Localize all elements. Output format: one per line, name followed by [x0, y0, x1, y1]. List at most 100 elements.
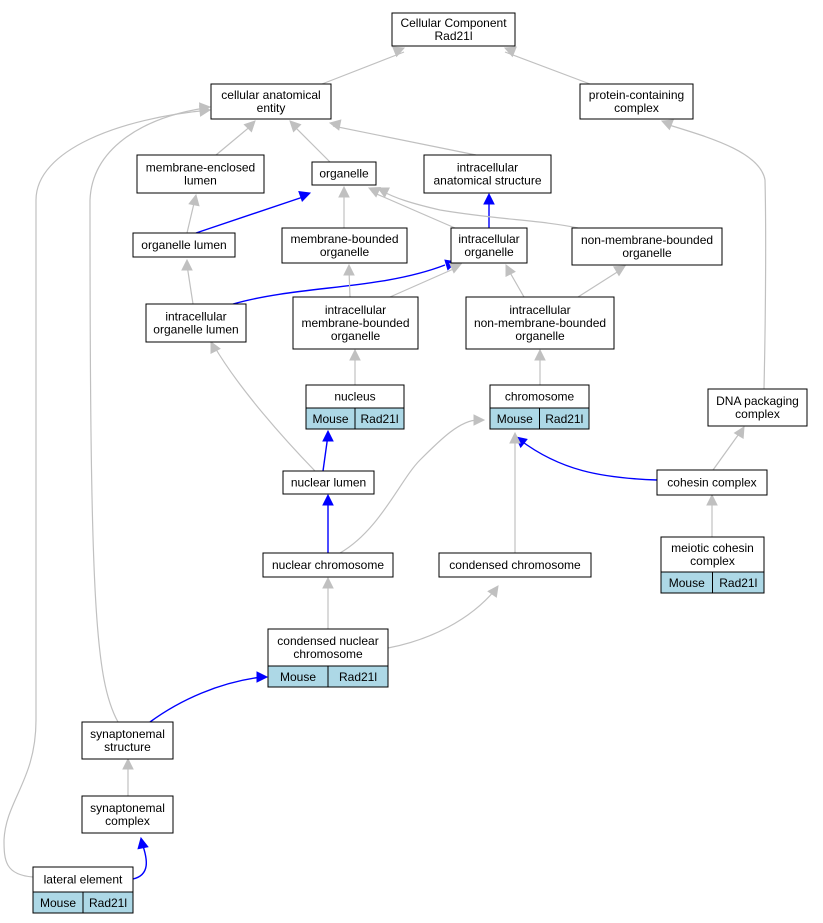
go-term-label: organelle [320, 245, 370, 259]
annotation-gene: Rad21l [545, 412, 583, 426]
annotation-species: Mouse [497, 412, 533, 426]
edge-le-cae-arrowhead [198, 105, 212, 117]
annotation-gene: Rad21l [360, 412, 398, 426]
go-term-label: condensed chromosome [449, 558, 581, 572]
go-term-cchr[interactable]: condensed chromosome [438, 552, 592, 578]
annotation-gene: Rad21l [339, 670, 377, 684]
edge-ol-mel [186, 193, 200, 234]
edge-cnc-cchr [387, 585, 499, 649]
edge-mel-cae [215, 120, 256, 156]
annotation-gene: Rad21l [89, 896, 127, 910]
edge-iol-ol [181, 258, 194, 305]
go-term-label: DNA packaging [716, 394, 799, 408]
go-term-box [571, 227, 723, 266]
go-term-label: non-membrane-bounded [581, 233, 713, 247]
edge-imbo-mbo-arrowhead [343, 263, 355, 276]
go-term-label: protein-containing [589, 88, 684, 102]
edge-dpc-pcc-arrowhead [660, 119, 674, 131]
edge-le-sc [132, 836, 149, 880]
edge-le-cae [3, 105, 212, 878]
edge-io-org-arrowhead [367, 187, 381, 198]
edge-cae-root-arrowhead [392, 46, 406, 58]
annotation-species: Mouse [312, 412, 348, 426]
go-term-box [282, 470, 375, 495]
go-term-nchr[interactable]: nuclear chromosome [262, 552, 394, 578]
edge-io-ias-arrowhead [483, 192, 495, 205]
annotation-species: Mouse [40, 896, 76, 910]
edge-org-cae [289, 120, 331, 163]
go-term-nl[interactable]: nuclear lumen [282, 470, 375, 495]
go-term-label: chromosome [505, 390, 575, 404]
go-term-label: organelle [319, 167, 369, 181]
edge-cnc-cchr-arrowhead [487, 585, 499, 598]
go-term-label: non-membrane-bounded [474, 316, 606, 330]
go-term-label: anatomical structure [433, 174, 541, 188]
edge-ias-cae [328, 119, 477, 156]
edge-mel-cae-arrowhead [243, 120, 256, 133]
edge-cnc-nchr [322, 576, 334, 629]
go-term-label: nucleus [334, 390, 375, 404]
edge-pcc-root-arrowhead [503, 46, 517, 58]
go-term-label: membrane-bounded [301, 316, 409, 330]
go-term-box [132, 232, 236, 258]
go-term-label: complex [614, 101, 659, 115]
go-term-box [136, 154, 265, 194]
edge-coh-chr [515, 436, 658, 481]
go-term-box [438, 552, 592, 578]
go-term-inmbo[interactable]: intracellularnon-membrane-boundedorganel… [465, 296, 615, 350]
go-term-label: organelle lumen [153, 323, 238, 337]
go-term-box [145, 303, 247, 343]
edge-sc-ss-arrowhead [122, 757, 134, 770]
edge-mcc-coh-arrowhead [706, 493, 718, 506]
go-term-box [311, 161, 377, 186]
go-term-ol[interactable]: organelle lumen [132, 232, 236, 258]
go-term-label: organelle [331, 329, 381, 343]
edge-ol-org [195, 190, 312, 234]
go-term-label: intracellular [458, 232, 519, 246]
edge-nuc-imbo-arrowhead [349, 348, 361, 361]
go-term-coh[interactable]: cohesin complex [656, 469, 768, 496]
edge-ias-cae-arrowhead [328, 119, 342, 131]
edge-nmbo-org-arrowhead [377, 187, 390, 198]
edge-imbo-io [389, 263, 463, 298]
go-term-label: complex [690, 554, 735, 568]
annotation-gene-cell [354, 407, 405, 430]
go-term-label: chromosome [293, 647, 363, 661]
annotation-gene-cell [327, 665, 389, 688]
edge-cnc-nchr-arrowhead [322, 576, 334, 589]
go-term-label: synaptonemal [90, 801, 165, 815]
go-term-label: membrane-enclosed [146, 161, 255, 175]
go-term-box [450, 227, 528, 264]
graph-edges [3, 46, 767, 880]
edge-nmbo-org [377, 187, 579, 229]
edge-nl-nuc [322, 429, 334, 472]
annotation-gene-cell [82, 891, 134, 914]
go-term-label: nuclear chromosome [272, 558, 384, 572]
edge-le-sc-arrowhead [137, 836, 149, 850]
edge-io-ias [483, 192, 495, 228]
go-term-box [579, 83, 694, 120]
go-term-box [81, 721, 174, 760]
go-term-label: entity [257, 101, 286, 115]
edge-nchr-nl-arrowhead [322, 493, 334, 506]
go-term-org[interactable]: organelle [311, 161, 377, 186]
go-term-label: condensed nuclear [277, 634, 378, 648]
